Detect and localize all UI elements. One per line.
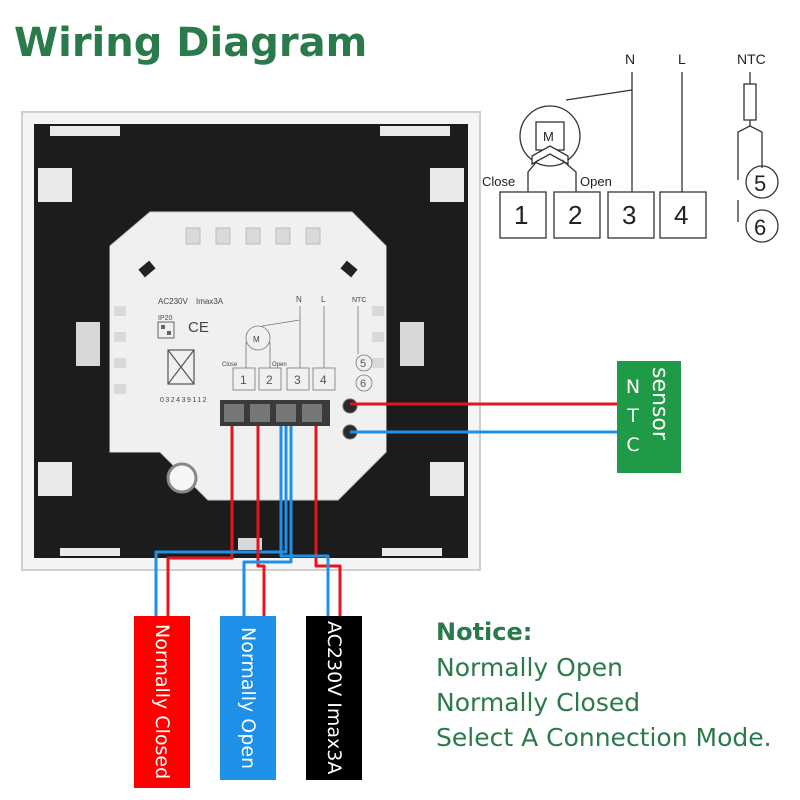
device-l-label: L — [321, 295, 326, 304]
notice-line-1: Normally Open — [436, 653, 623, 682]
ac230v-label: AC230V Imax3A — [306, 616, 362, 780]
serial-number: 032439112 — [160, 397, 208, 404]
notice-heading: Notice: — [436, 618, 533, 646]
device-terminal-6: 6 — [360, 378, 366, 390]
schematic-terminal-6: 6 — [754, 215, 766, 240]
qr-code-icon — [157, 321, 175, 339]
sensor-ntc-letters: N T C — [625, 373, 641, 460]
device-open-label: Open — [272, 362, 287, 368]
page-title: Wiring Diagram — [14, 20, 368, 66]
device-terminal-2: 2 — [266, 373, 273, 387]
normally-closed-red-wire — [166, 426, 234, 616]
schematic-close-label: Close — [482, 174, 515, 189]
normally-open-red-wire — [256, 426, 266, 616]
terminal-block — [220, 398, 358, 440]
device-terminal-4: 4 — [320, 373, 327, 387]
device-current-label: Imax3A — [196, 297, 224, 306]
schematic-terminal-2: 2 — [568, 200, 582, 230]
device-terminal-5: 5 — [360, 358, 366, 370]
wires — [154, 402, 618, 616]
ntc-sensor-label: N T C sensor — [617, 361, 681, 473]
notice-panel: Notice: Normally Open Normally Closed Se… — [436, 614, 772, 755]
schematic-terminal-3: 3 — [622, 200, 636, 230]
sensor-letter-n: N — [625, 376, 641, 398]
sensor-word: sensor — [647, 367, 672, 440]
device-rating-label: AC230V — [158, 297, 188, 306]
schematic-terminal-4: 4 — [674, 200, 688, 230]
device-terminal-3: 3 — [294, 373, 301, 387]
device-motor-letter: M — [253, 335, 260, 344]
weee-bin-icon — [167, 349, 195, 385]
device-ip-label: IP20 — [158, 315, 173, 322]
notice-line-2: Normally Closed — [436, 688, 641, 717]
schematic-motor-letter: M — [543, 129, 554, 144]
notice-line-3: Select A Connection Mode. — [436, 723, 772, 752]
schematic-terminal-5: 5 — [754, 171, 766, 196]
normally-closed-text: Normally Closed — [151, 624, 173, 780]
sensor-letter-c: C — [626, 434, 640, 456]
schematic-l-label: L — [678, 51, 686, 67]
ce-mark: CE — [188, 319, 209, 336]
wiring-schematic: N L NTC M Close Open — [482, 51, 779, 243]
ac230v-text: AC230V Imax3A — [323, 621, 345, 775]
schematic-n-label: N — [625, 51, 635, 67]
reset-button[interactable] — [166, 462, 198, 494]
valve-motor-icon — [519, 105, 581, 167]
normally-closed-blue-wire — [154, 426, 288, 616]
sensor-letter-t: T — [627, 405, 639, 427]
normally-closed-label: Normally Closed — [134, 616, 190, 788]
normally-open-text: Normally Open — [237, 626, 259, 770]
schematic-terminal-1: 1 — [514, 200, 528, 230]
ac230v-blue-wire — [279, 426, 330, 616]
device-ntc-label: NTC — [352, 297, 366, 304]
normally-open-blue-wire — [242, 426, 293, 616]
device-close-label: Close — [222, 362, 238, 368]
schematic-open-label: Open — [580, 174, 612, 189]
schematic-ntc-label: NTC — [737, 51, 766, 67]
device-n-label: N — [296, 295, 302, 304]
device-terminal-1: 1 — [240, 373, 247, 387]
normally-open-label: Normally Open — [220, 616, 276, 780]
